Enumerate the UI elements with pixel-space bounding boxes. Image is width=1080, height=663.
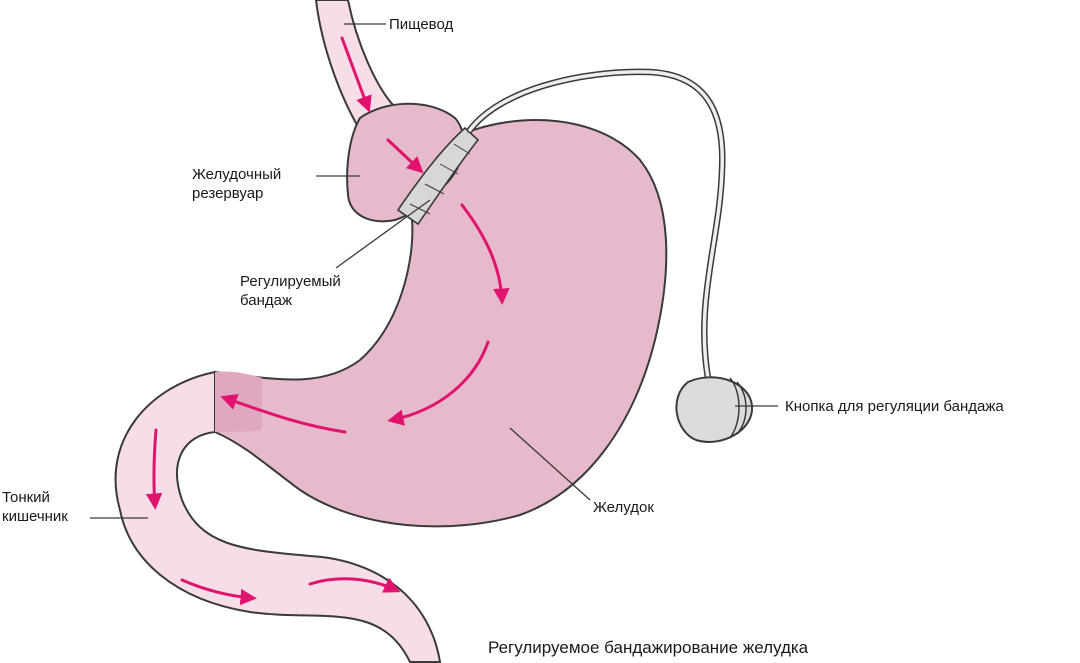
adjustable-band — [396, 126, 480, 226]
label-stomach: Желудок — [593, 499, 654, 516]
label-gastric-pouch: Желудочный резервуар — [192, 165, 281, 203]
flow-arrow — [340, 36, 372, 113]
flow-arrow — [180, 578, 257, 606]
label-small-intestine: Тонкий кишечник — [2, 488, 68, 526]
adjustment-port — [675, 376, 754, 443]
label-small-intestine-line2: кишечник — [2, 508, 68, 525]
label-gastric-pouch-line2: резервуар — [192, 185, 264, 202]
diagram-caption: Регулируемое бандажирование желудка — [488, 638, 809, 657]
flow-arrow — [220, 394, 347, 434]
label-adjustable-band-line1: Регулируемый — [240, 273, 341, 290]
leader-lines — [90, 23, 778, 519]
flow-arrow — [386, 138, 424, 174]
label-adjustable-band-line2: бандаж — [240, 292, 293, 309]
label-small-intestine-line1: Тонкий — [2, 489, 50, 506]
flow-arrow — [387, 340, 490, 426]
label-gastric-pouch-line1: Желудочный — [192, 166, 282, 183]
label-esophagus: Пищевод — [389, 16, 454, 33]
flow-arrow — [460, 203, 510, 305]
small-intestine — [114, 370, 442, 663]
stomach-body — [214, 119, 668, 528]
flow-arrows — [145, 36, 510, 606]
label-adjustable-band: Регулируемый бандаж — [240, 272, 341, 310]
flow-arrow — [145, 428, 163, 510]
label-adjustment-port: Кнопка для регуляции бандажа — [785, 398, 1004, 415]
flow-arrow — [308, 577, 401, 593]
